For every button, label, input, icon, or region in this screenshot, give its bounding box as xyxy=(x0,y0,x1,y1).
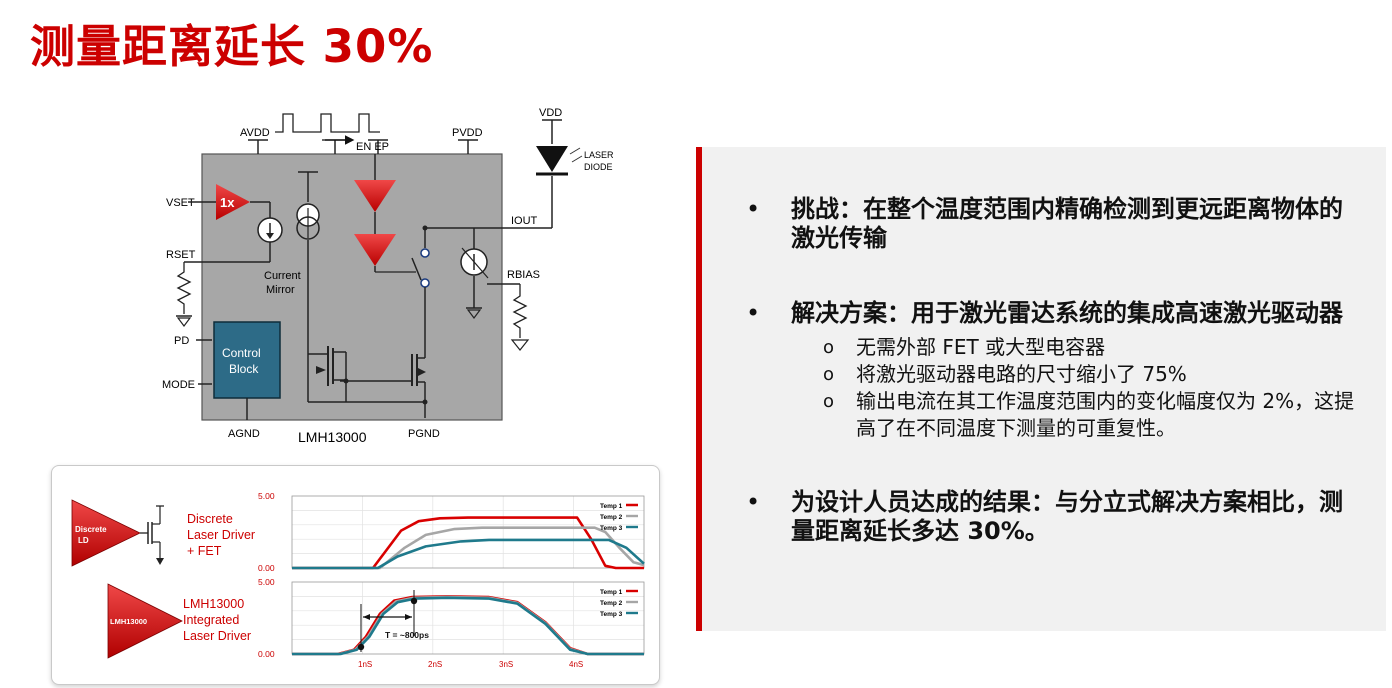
pin-rbias: RBIAS xyxy=(507,269,540,281)
discrete-label-3: + FET xyxy=(187,544,222,558)
chart2-grid xyxy=(292,582,644,654)
laser-diode-icon xyxy=(536,146,568,172)
pin-vdd: VDD xyxy=(539,107,562,119)
bullet-list: 挑战：在整个温度范围内精确检测到更远距离物体的激光传输 解决方案：用于激光雷达系… xyxy=(738,195,1366,592)
laser-label-1: LASER xyxy=(584,150,614,160)
pin-agnd: AGND xyxy=(228,428,260,440)
pin-en-ep: EN EP xyxy=(356,141,389,153)
chart2-frame xyxy=(291,581,645,655)
chart2-series-temp-3 xyxy=(292,596,644,656)
output-switch-icon xyxy=(411,257,422,281)
chart2-legend: Temp 1 Temp 2 Temp 3 xyxy=(600,589,638,618)
chart2-legend-label-2: Temp 2 xyxy=(600,600,623,607)
integrated-label-2: Integrated xyxy=(183,613,239,627)
sub-bullet-no-fet: 无需外部 FET 或大型电容器 xyxy=(791,334,1366,361)
chart1-ytick-bottom: 0.00 xyxy=(258,563,275,573)
chart1-frame xyxy=(291,495,645,569)
pin-pgnd: PGND xyxy=(408,428,440,440)
bullet-panel: 挑战：在整个温度范围内精确检测到更远距离物体的激光传输 解决方案：用于激光雷达系… xyxy=(696,147,1386,631)
bullet-challenge-text: 挑战：在整个温度范围内精确检测到更远距离物体的激光传输 xyxy=(791,195,1343,252)
integrated-label-1: LMH13000 xyxy=(183,597,244,611)
timing-annotation-label: T = ~800ps xyxy=(385,630,429,640)
driver-stage-1-icon xyxy=(354,180,396,212)
chart-integrated: 5.00 0.00 Temp 1 Temp 2 Temp 3 1nS 2nS 3nS… xyxy=(258,577,645,669)
driver-stage-2-icon xyxy=(354,234,396,266)
lmh13000-block-diagram: AVDD EN EP PVDD VDD LASER DIODE IOUT RBI… xyxy=(162,107,614,445)
chart2-xtick-4: 4nS xyxy=(569,660,583,669)
waveform-charts: Discrete LD Discrete Laser Driver + FET … xyxy=(71,491,645,669)
chart2-ytick-bottom: 0.00 xyxy=(258,649,275,659)
sub-bullet-variation: 输出电流在其工作温度范围内的变化幅度仅为 2%，这提高了在不同温度下测量的可重复… xyxy=(791,388,1366,442)
chart1-legend-label-2: Temp 2 xyxy=(600,514,623,521)
pin-vset: VSET xyxy=(166,197,195,209)
current-mirror-label-1: Current xyxy=(264,270,301,282)
bullet-solution-text: 解决方案：用于激光雷达系统的集成高速激光驱动器 xyxy=(791,299,1343,327)
pin-mode: MODE xyxy=(162,379,195,391)
bullet-result: 为设计人员达成的结果：与分立式解决方案相比，测量距离延长多达 30%。 xyxy=(738,488,1366,546)
pin-avdd: AVDD xyxy=(240,127,270,139)
chart2-xtick-2: 2nS xyxy=(428,660,442,669)
buffer-amplifier-icon xyxy=(216,184,250,220)
chart2-xtick-3: 3nS xyxy=(499,660,513,669)
chart-discrete: 5.00 0.00 Temp 1 Temp 2 Temp 3 xyxy=(258,491,645,573)
pulse-train xyxy=(275,113,380,133)
chart1-series-temp-2 xyxy=(292,526,645,570)
control-block-label-2: Block xyxy=(229,362,259,376)
bullet-result-text: 为设计人员达成的结果：与分立式解决方案相比，测量距离延长多达 30%。 xyxy=(791,488,1343,545)
discrete-ld-badge-icon xyxy=(71,499,141,567)
amp-gain-label: 1x xyxy=(220,195,235,210)
pin-rset: RSET xyxy=(166,249,196,261)
solution-sub-list: 无需外部 FET 或大型电容器 将激光驱动器电路的尺寸缩小了 75% 输出电流在… xyxy=(791,334,1366,442)
timing-annotation xyxy=(357,590,418,652)
waveform-comparison-card: Discrete LD Discrete Laser Driver + FET … xyxy=(51,465,660,685)
rset-resistor-icon xyxy=(176,262,192,314)
mirror-transistor-icon xyxy=(308,346,347,402)
lmh-badge-label: LMH13000 xyxy=(110,617,147,626)
chart1-series-temp-3 xyxy=(292,538,645,570)
chart1-series-temp-1 xyxy=(292,516,644,570)
pin-iout: IOUT xyxy=(511,215,538,227)
integrated-label-3: Laser Driver xyxy=(183,629,251,643)
chart1-grid xyxy=(292,496,644,568)
pin-pd: PD xyxy=(174,335,189,347)
chart1-ytick-top: 5.00 xyxy=(258,491,275,501)
lmh13000-badge-icon xyxy=(107,583,183,659)
page-title: 测量距离延长 30% xyxy=(30,20,434,73)
discrete-label-1: Discrete xyxy=(187,512,233,526)
sub-bullet-size: 将激光驱动器电路的尺寸缩小了 75% xyxy=(791,361,1366,388)
chart2-legend-label-3: Temp 3 xyxy=(600,611,623,618)
discrete-badge-line-1: Discrete xyxy=(75,525,107,534)
control-block xyxy=(213,321,281,399)
rbias-resistor-icon xyxy=(512,284,528,338)
chart2-legend-label-1: Temp 1 xyxy=(600,589,623,596)
chart2-xtick-1: 1nS xyxy=(358,660,372,669)
pin-pvdd: PVDD xyxy=(452,127,483,139)
external-fet-icon xyxy=(140,505,164,565)
laser-label-2: DIODE xyxy=(584,162,613,172)
chart1-legend-label-3: Temp 3 xyxy=(600,525,623,532)
bullet-challenge: 挑战：在整个温度范围内精确检测到更远距离物体的激光传输 xyxy=(738,195,1366,253)
control-block-label-1: Control xyxy=(222,346,261,360)
discrete-badge-line-2: LD xyxy=(78,536,89,545)
current-mirror-label-2: Mirror xyxy=(266,284,295,296)
bullet-solution: 解决方案：用于激光雷达系统的集成高速激光驱动器 无需外部 FET 或大型电容器 … xyxy=(738,299,1366,442)
chart2-ytick-top: 5.00 xyxy=(258,577,275,587)
chip-name: LMH13000 xyxy=(298,429,367,445)
discrete-label-2: Laser Driver xyxy=(187,528,255,542)
chart1-legend: Temp 1 Temp 2 Temp 3 xyxy=(600,503,638,532)
chart1-legend-label-1: Temp 1 xyxy=(600,503,623,510)
